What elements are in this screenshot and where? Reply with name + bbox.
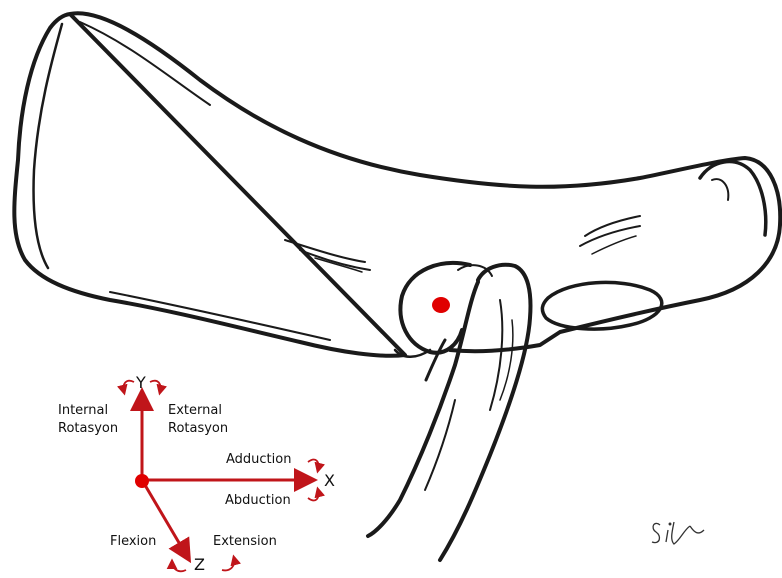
internal-rotation-arrow — [123, 381, 134, 392]
internal-rotation-label: Internal Rotasyon — [58, 402, 118, 438]
internal-rotation-line2: Rotasyon — [58, 420, 118, 438]
external-rotation-line2: Rotasyon — [168, 420, 228, 438]
y-axis-label: Y — [136, 374, 146, 392]
internal-rotation-line1: Internal — [58, 402, 118, 420]
bone-shaft — [440, 265, 530, 560]
scapula-outline — [14, 13, 780, 356]
abduction-rotation-arrow — [308, 490, 319, 500]
abduction-label: Abduction — [225, 492, 291, 510]
flexion-rotation-arrow — [172, 562, 186, 571]
origin-point — [135, 474, 149, 488]
adduction-label: Adduction — [226, 451, 291, 469]
external-rotation-line1: External — [168, 402, 228, 420]
artist-signature — [652, 522, 704, 544]
x-axis-label: X — [324, 472, 335, 490]
glenoid-center-point — [432, 297, 450, 313]
scapula-drawing — [14, 13, 780, 560]
extension-rotation-arrow — [222, 558, 234, 570]
extension-label: Extension — [213, 533, 277, 551]
flexion-label: Flexion — [110, 533, 156, 551]
z-axis-label: Z — [194, 556, 205, 574]
external-rotation-label: External Rotasyon — [168, 402, 228, 438]
adduction-rotation-arrow — [308, 460, 319, 470]
external-rotation-arrow — [150, 381, 161, 392]
